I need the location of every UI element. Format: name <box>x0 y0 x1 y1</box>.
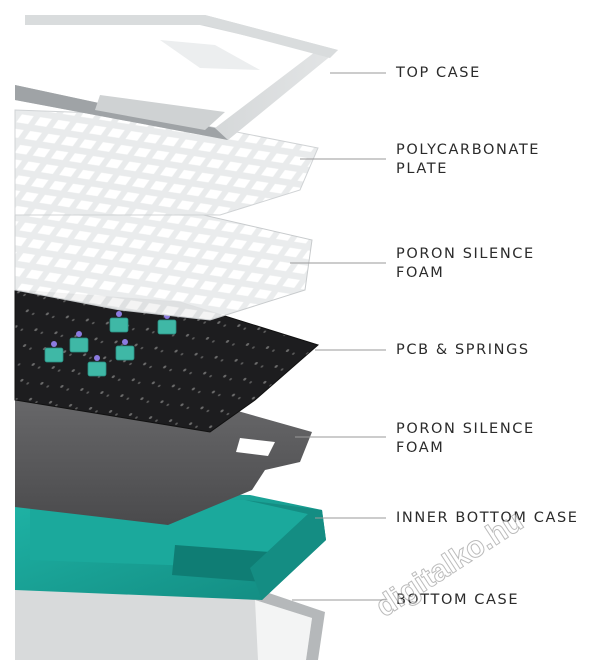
label-line: BOTTOM CASE <box>396 592 520 608</box>
label-top-case: TOP CASE <box>396 64 481 83</box>
label-bottom-case: BOTTOM CASE <box>396 591 519 610</box>
label-line: PORON SILENCE <box>396 421 535 437</box>
poron-foam-lower-layer <box>15 388 312 525</box>
label-polycarbonate-plate: POLYCARBONATE PLATE <box>396 141 540 179</box>
label-line: FOAM <box>396 440 445 456</box>
leader-lines <box>290 72 386 601</box>
label-line: FOAM <box>396 265 445 281</box>
switches-and-springs <box>44 311 177 377</box>
label-poron-silence-foam-lower: PORON SILENCE FOAM <box>396 420 535 458</box>
label-pcb-springs: PCB & SPRINGS <box>396 341 530 360</box>
label-poron-silence-foam-upper: PORON SILENCE FOAM <box>396 245 535 283</box>
label-line: PCB & SPRINGS <box>396 342 530 358</box>
label-line: TOP CASE <box>396 65 481 81</box>
inner-bottom-case-layer <box>15 490 326 600</box>
label-inner-bottom-case: INNER BOTTOM CASE <box>396 509 579 528</box>
label-line: POLYCARBONATE <box>396 142 541 158</box>
label-line: INNER BOTTOM CASE <box>396 510 579 526</box>
top-case-layer <box>15 15 338 140</box>
label-line: PORON SILENCE <box>396 246 535 262</box>
label-line: PLATE <box>396 161 448 177</box>
